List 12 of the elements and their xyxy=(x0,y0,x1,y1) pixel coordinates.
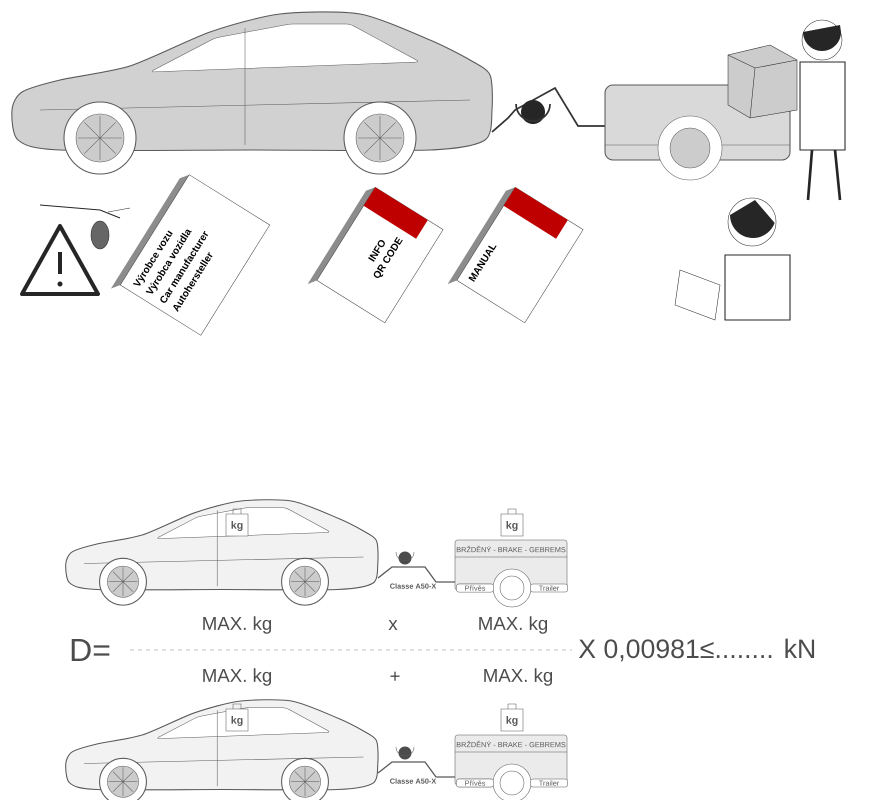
formula-text: + xyxy=(390,672,400,681)
formula-text: MAX. kg xyxy=(203,616,272,634)
formula-text: MAX. kg xyxy=(479,616,548,634)
formula-text: MAX. kg xyxy=(484,668,552,686)
unit-label: kg xyxy=(506,521,518,531)
formula-text: D= xyxy=(72,639,110,662)
formula-text: MAX. kg xyxy=(203,668,272,686)
unit-label: kg xyxy=(506,716,518,726)
formula-text: x xyxy=(388,620,398,630)
unit-label: kg xyxy=(232,716,242,726)
unit-label: kg xyxy=(232,521,242,531)
formula-text: X 0,00981≤........ kN xyxy=(578,638,814,662)
